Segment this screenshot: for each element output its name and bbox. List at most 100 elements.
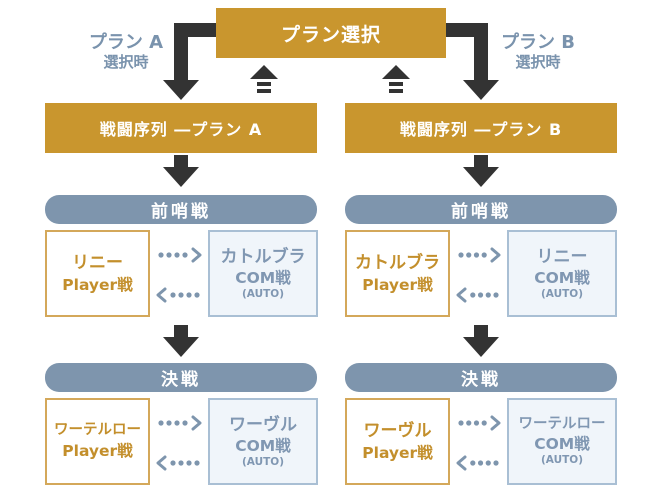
plan-b-stage1-player-mode: Player戦: [362, 275, 433, 294]
plan-a-label-line1: プラン A: [88, 32, 164, 53]
dotted-arrow-left: [156, 287, 200, 303]
plan-b-order-bar: 戦闘序列 ―プラン B: [345, 103, 617, 153]
dotted-arrow-dot: [158, 252, 164, 258]
plan-a-order-title: 戦闘序列 ―プラン A: [99, 120, 263, 139]
dotted-arrow-dot: [470, 460, 476, 466]
return-arrow-left: [250, 65, 278, 93]
plan-b-stage1-com-mode: COM戦: [534, 268, 590, 287]
plan-b-stage2-pill: 決戦: [345, 363, 617, 392]
dotted-arrow-dot: [473, 420, 480, 426]
dotted-arrow-dot: [186, 292, 192, 298]
dotted-arrow-dot: [481, 420, 487, 426]
plan-b-label-line2: 選択時: [515, 52, 561, 71]
plan-a-stage1-com-name: カトルブラ: [220, 246, 306, 267]
plan-b-stage1-com-box: リニー COM戦 (AUTO): [507, 230, 617, 317]
plan-a-stage2-pill: 決戦: [45, 363, 317, 392]
dotted-arrow-dot: [194, 460, 200, 466]
dotted-arrow-dot: [481, 252, 487, 258]
dotted-arrow-dot: [182, 420, 188, 426]
dotted-arrow-left: [456, 287, 499, 303]
plan-select-header: プラン選択: [216, 8, 446, 58]
dotted-arrow-dot: [178, 460, 184, 466]
down-arrow-b2: [463, 325, 499, 357]
plan-b-stage1-com-auto: (AUTO): [540, 287, 583, 300]
dotted-arrow-head: [156, 287, 167, 303]
plan-a-stage1-player-name: リニー: [72, 252, 123, 273]
dotted-arrow-dot: [170, 292, 176, 298]
plan-b-order-title: 戦闘序列 ―プラン B: [399, 120, 563, 139]
dotted-arrow-dot: [458, 252, 464, 258]
plan-b-label: プラン B 選択時: [490, 32, 586, 71]
page-title: プラン選択: [280, 23, 381, 46]
dotted-arrow-dot: [485, 460, 491, 466]
dotted-arrow-dot: [166, 420, 172, 426]
plan-b-stage1-player-box: カトルブラ Player戦: [345, 230, 450, 317]
plan-a-label: プラン A 選択時: [78, 32, 174, 71]
dotted-arrow-head: [156, 455, 167, 471]
dotted-arrow-dot: [458, 420, 464, 426]
dotted-arrows: [156, 247, 501, 471]
plan-a-stage1-com-box: カトルブラ COM戦 (AUTO): [208, 230, 318, 317]
plan-a-stage2-com-name: ワーヴル: [229, 414, 297, 435]
plan-b-stage1-player-name: カトルブラ: [355, 252, 440, 273]
dotted-arrow-dot: [178, 292, 184, 298]
down-arrow-b1: [463, 155, 499, 187]
plan-b-stage1-pill: 前哨戦: [345, 195, 617, 224]
plan-b-stage2-com-auto: (AUTO): [540, 454, 583, 467]
plan-a-order-bar: 戦闘序列 ―プラン A: [45, 103, 317, 153]
dotted-arrow-dot: [485, 292, 491, 298]
plan-b-label-line1: プラン B: [501, 32, 575, 53]
plan-b-stage1-label: 前哨戦: [451, 202, 511, 222]
plan-b-arrowhead: [463, 80, 499, 100]
dotted-arrow-head: [191, 247, 202, 263]
dotted-arrow-dot: [470, 292, 476, 298]
plan-a-stage1-player-mode: Player戦: [62, 275, 133, 294]
dotted-arrow-left: [156, 455, 200, 471]
dotted-arrow-head: [490, 415, 501, 431]
plan-b-stage2-com-box: ワーテルロー COM戦 (AUTO): [507, 398, 617, 485]
dotted-arrow-dot: [466, 252, 472, 258]
down-arrow-a1: [163, 155, 199, 187]
dotted-arrow-dot: [170, 460, 176, 466]
plan-a-elbow-arrow: [174, 23, 216, 84]
dotted-arrow-dot: [194, 292, 200, 298]
plan-a-arrowhead: [163, 80, 199, 100]
dotted-arrow-head: [191, 415, 202, 431]
plan-b-elbow-arrow: [446, 23, 488, 84]
plan-a-stage1-com-mode: COM戦: [235, 268, 291, 287]
plan-a-stage2-com-mode: COM戦: [235, 436, 291, 455]
dotted-arrow-dot: [493, 292, 499, 298]
plan-a-stage2-label: 決戦: [161, 370, 201, 390]
plan-a-stage2-player-mode: Player戦: [62, 441, 133, 460]
plan-a-stage1-player-box: リニー Player戦: [45, 230, 150, 317]
plan-a-stage1-com-auto: (AUTO): [241, 287, 284, 300]
dotted-arrow-dot: [186, 460, 192, 466]
dotted-arrow-left: [456, 455, 499, 471]
down-arrow-a2: [163, 325, 199, 357]
plan-a-stage2-com-auto: (AUTO): [241, 455, 284, 468]
plan-a-stage2-player-box: ワーテルロー Player戦: [45, 398, 150, 485]
plan-b-stage2-player-mode: Player戦: [362, 443, 433, 462]
dotted-arrow-head: [490, 247, 501, 263]
dotted-arrow-dot: [182, 252, 188, 258]
dotted-arrow-dot: [477, 292, 484, 298]
dotted-arrow-dot: [158, 420, 164, 426]
plan-a-stage1-pill: 前哨戦: [45, 195, 317, 224]
plan-b-stage2-com-name: ワーテルロー: [518, 416, 606, 433]
dotted-arrow-dot: [174, 420, 180, 426]
dotted-arrow-dot: [466, 420, 472, 426]
dotted-arrow-dot: [473, 252, 480, 258]
plan-b-stage1-com-name: リニー: [536, 246, 588, 267]
plan-a-stage2-com-box: ワーヴル COM戦 (AUTO): [208, 398, 318, 485]
dotted-arrow-right: [158, 415, 202, 431]
dotted-arrow-right: [458, 415, 501, 431]
plan-b-stage2-player-box: ワーヴル Player戦: [345, 398, 450, 485]
dotted-arrow-dot: [166, 252, 172, 258]
plan-b-stage2-label: 決戦: [461, 370, 501, 390]
dotted-arrow-right: [458, 247, 501, 263]
dotted-arrow-dot: [174, 252, 180, 258]
dotted-arrow-head: [456, 287, 467, 303]
plan-a-stage2-player-name: ワーテルロー: [54, 422, 141, 439]
plan-a-stage1-label: 前哨戦: [151, 202, 211, 222]
